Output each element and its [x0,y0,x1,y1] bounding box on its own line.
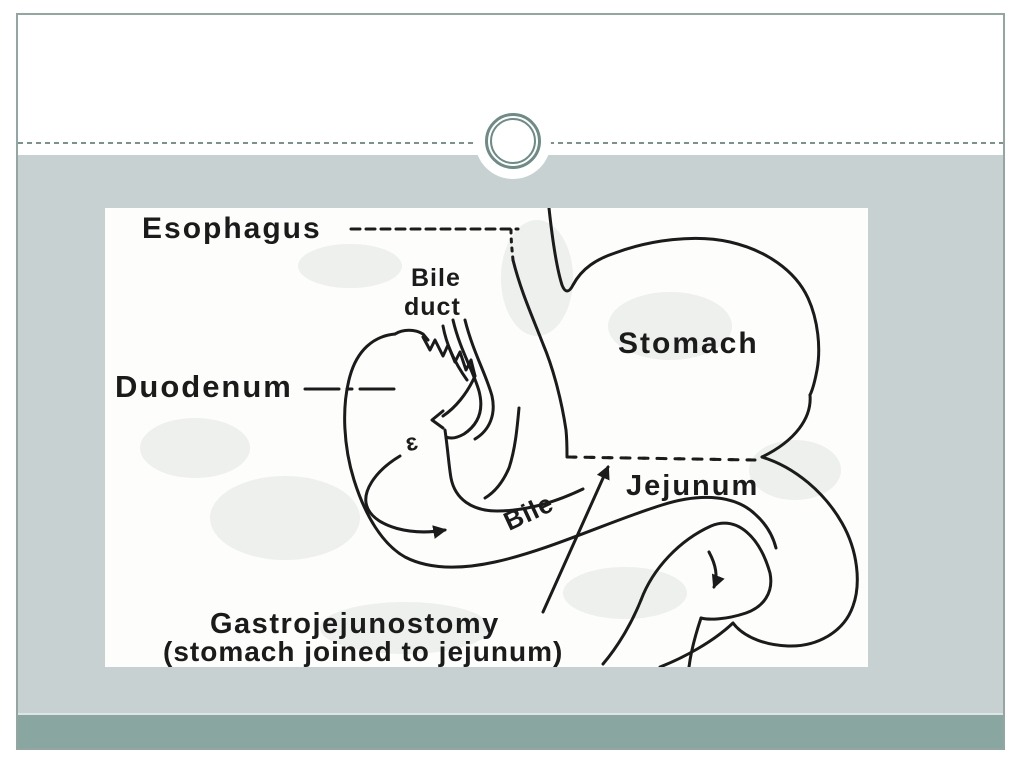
bile-flow-label: Bile [499,488,559,537]
bile-flow-arrow [364,454,448,539]
papilla-mark: ɛ [403,428,420,457]
bile-duct-lines [441,318,495,441]
esophagus-outline [483,228,569,500]
caption-line1: Gastrojejunostomy [210,608,500,640]
gastrojejunostomy-arrow [541,465,610,614]
slide: Esophagus Bile duct Stomach Duodenum Jej… [16,13,1005,750]
ornament-ring-inner-icon [490,118,536,164]
esophagus-label: Esophagus [142,212,322,245]
suture-line [565,455,757,462]
ornament-ring-outer-icon [485,113,541,169]
figure-panel: Esophagus Bile duct Stomach Duodenum Jej… [105,206,868,669]
bile-duct-label-line1: Bile [411,264,461,292]
stomach-label: Stomach [618,327,759,360]
anatomy-figure: Esophagus Bile duct Stomach Duodenum Jej… [115,206,859,669]
duodenum-label: Duodenum [115,369,293,404]
scan-noise [140,220,841,654]
footer-band [18,713,1003,748]
caption-line2: (stomach joined to jejunum) [163,636,563,667]
jejunum-label: Jejunum [626,470,759,502]
stomach-outline [547,206,821,459]
bile-duct-label-line2: duct [404,293,461,321]
jejunum-loop-outline [601,455,859,669]
